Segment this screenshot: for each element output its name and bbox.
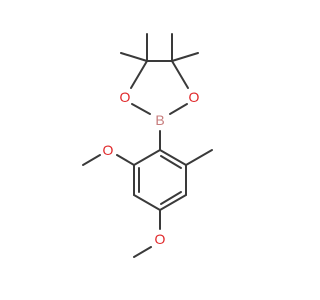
bond-c4-methyl-left bbox=[120, 52, 148, 62]
atom-label-o-methoxy-ortho: O bbox=[103, 142, 114, 158]
atom-label-boron: B bbox=[155, 112, 164, 128]
double-bond-c3-c4-inner bbox=[160, 191, 182, 205]
atom-label-o-methoxy-para: O bbox=[155, 231, 166, 247]
atom-label-o-ring-left: O bbox=[120, 89, 131, 105]
pinacol-methyl-bonds bbox=[120, 33, 199, 62]
bond-c6-c1 bbox=[133, 149, 161, 166]
bond-o-ortho-methyl bbox=[82, 154, 101, 166]
bond-c4-c5 bbox=[133, 194, 161, 211]
atom-label-o-ring-right: O bbox=[189, 89, 200, 105]
bond-c5-methyl-right bbox=[171, 52, 199, 62]
bond-c4-o1 bbox=[130, 60, 148, 89]
bond-c3-c4 bbox=[159, 194, 187, 211]
bond-c5-o2 bbox=[171, 60, 189, 89]
dioxaborolane-ring-bonds bbox=[130, 60, 189, 115]
atom-labels: O O B O O bbox=[103, 89, 200, 247]
bond-aryl-o-ortho bbox=[116, 154, 135, 166]
bond-o2-b bbox=[169, 103, 188, 115]
bond-o-para-methyl bbox=[133, 246, 152, 258]
molecule-structure: O O B O O bbox=[82, 33, 213, 258]
benzene-ring-bonds bbox=[133, 149, 187, 211]
bond-o1-b bbox=[131, 103, 151, 115]
aryl-substituent-bonds bbox=[82, 149, 213, 258]
molecule-canvas: O O B O O bbox=[82, 33, 213, 258]
double-bond-c1-c2-inner bbox=[160, 155, 182, 169]
bond-aryl-methyl bbox=[185, 149, 213, 166]
bond-c1-c2 bbox=[159, 149, 187, 166]
